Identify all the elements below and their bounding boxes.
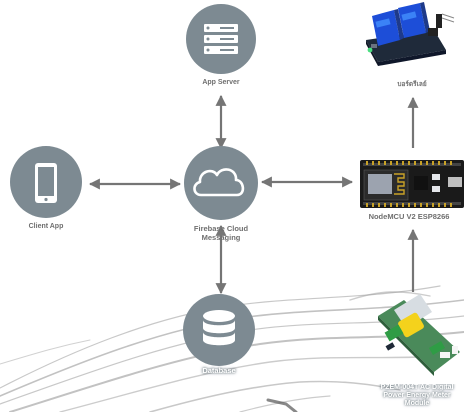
- connectors: [88, 94, 419, 295]
- database-label: Database: [202, 366, 236, 375]
- database-icon: [203, 310, 235, 346]
- cloud-icon: [193, 168, 245, 197]
- database-node: [183, 294, 255, 366]
- tablet-icon: [35, 163, 57, 203]
- relay-board-icon: [366, 2, 455, 66]
- firebase-label: Firebase Cloud Messaging: [193, 224, 249, 242]
- nodemcu-board-icon: [360, 160, 464, 208]
- firebase-node: [184, 146, 258, 220]
- pzem-label-line1: PZEM-004T AC Digital: [380, 384, 454, 391]
- nodemcu-label: NodeMCU V2 ESP8266: [368, 212, 450, 221]
- app-server-label: App Server: [202, 79, 240, 86]
- firebase-label-line1: Firebase Cloud Messaging: [166, 224, 276, 242]
- client-app-node: [10, 146, 82, 218]
- relay-label: บอร์ดรีเลย์: [397, 81, 427, 88]
- client-app-label: Client App: [28, 223, 64, 230]
- pzem-label-line2: Power Energy Meter: [383, 392, 451, 399]
- server-icon: [204, 24, 238, 54]
- app-server-node: [186, 4, 256, 74]
- pzem-label: PZEM-004T AC Digital Power Energy Meter …: [370, 384, 464, 412]
- pzem-module-icon: [378, 294, 460, 376]
- pzem-label-line3: Module: [404, 400, 430, 407]
